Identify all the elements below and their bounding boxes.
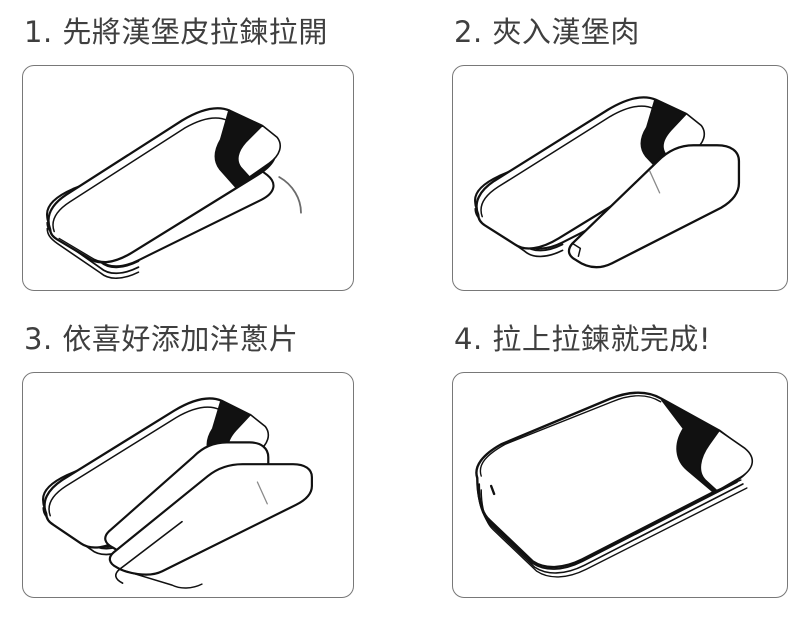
onion-slices-added-icon <box>42 397 313 589</box>
step-caption-4: 4. 拉上拉鍊就完成! <box>454 322 712 356</box>
step-panel-2: 2. 夾入漢堡肉 <box>440 6 800 296</box>
step-panel-4: 4. 拉上拉鍊就完成! <box>440 313 800 603</box>
step-illustration-frame-2 <box>452 65 788 291</box>
step-caption-2: 2. 夾入漢堡肉 <box>454 15 640 49</box>
step-panel-1: 1. 先將漢堡皮拉鍊拉開 <box>10 6 378 296</box>
step-illustration-frame-3 <box>22 372 354 598</box>
step-caption-3: 3. 依喜好添加洋蔥片 <box>24 322 299 356</box>
bun-unzipped-open-icon <box>46 107 302 280</box>
step-caption-1: 1. 先將漢堡皮拉鍊拉開 <box>24 15 328 49</box>
bun-zipped-closed-icon <box>475 391 753 578</box>
patty-inserted-icon <box>474 96 741 269</box>
step-panel-3: 3. 依喜好添加洋蔥片 <box>10 313 378 603</box>
step-illustration-frame-1 <box>22 65 354 291</box>
step-illustration-frame-4 <box>452 372 788 598</box>
